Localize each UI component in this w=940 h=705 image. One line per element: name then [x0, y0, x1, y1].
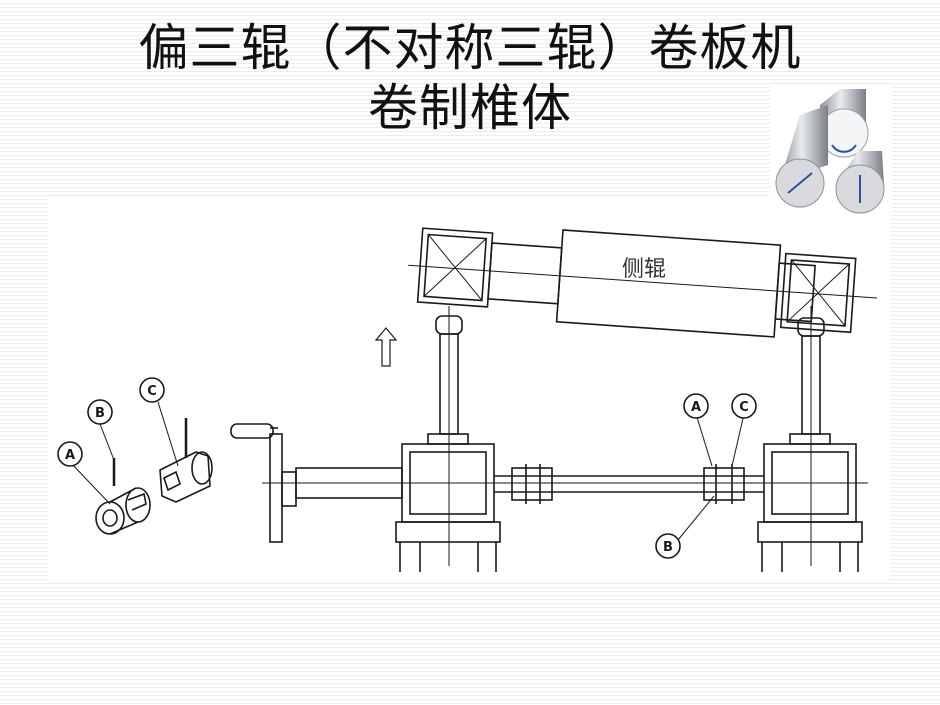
right-label-c: C — [739, 400, 749, 415]
left-label-b: B — [95, 406, 105, 421]
slide-title: 偏三辊（不对称三辊）卷板机 卷制椎体 — [0, 18, 940, 138]
right-label-b: B — [663, 540, 673, 555]
left-label-c: C — [147, 384, 157, 399]
title-line-2: 卷制椎体 — [368, 79, 572, 137]
title-line-1: 偏三辊（不对称三辊）卷板机 — [138, 19, 802, 77]
left-label-a: A — [65, 448, 75, 463]
right-gearbox — [757, 306, 863, 572]
right-label-a: A — [691, 400, 701, 415]
diagram-panel: A B C A C B 侧辊 — [48, 196, 890, 580]
hand-wheel — [230, 423, 868, 543]
left-coupling-exploded — [57, 377, 213, 535]
side-roll — [408, 227, 878, 338]
three-rolls-icon — [770, 85, 892, 215]
side-roll-label: 侧辊 — [622, 257, 666, 282]
roll-bending-machine-diagram: A B C A C B 侧辊 — [57, 227, 878, 572]
connecting-shaft — [494, 464, 764, 504]
left-gearbox — [395, 306, 501, 572]
